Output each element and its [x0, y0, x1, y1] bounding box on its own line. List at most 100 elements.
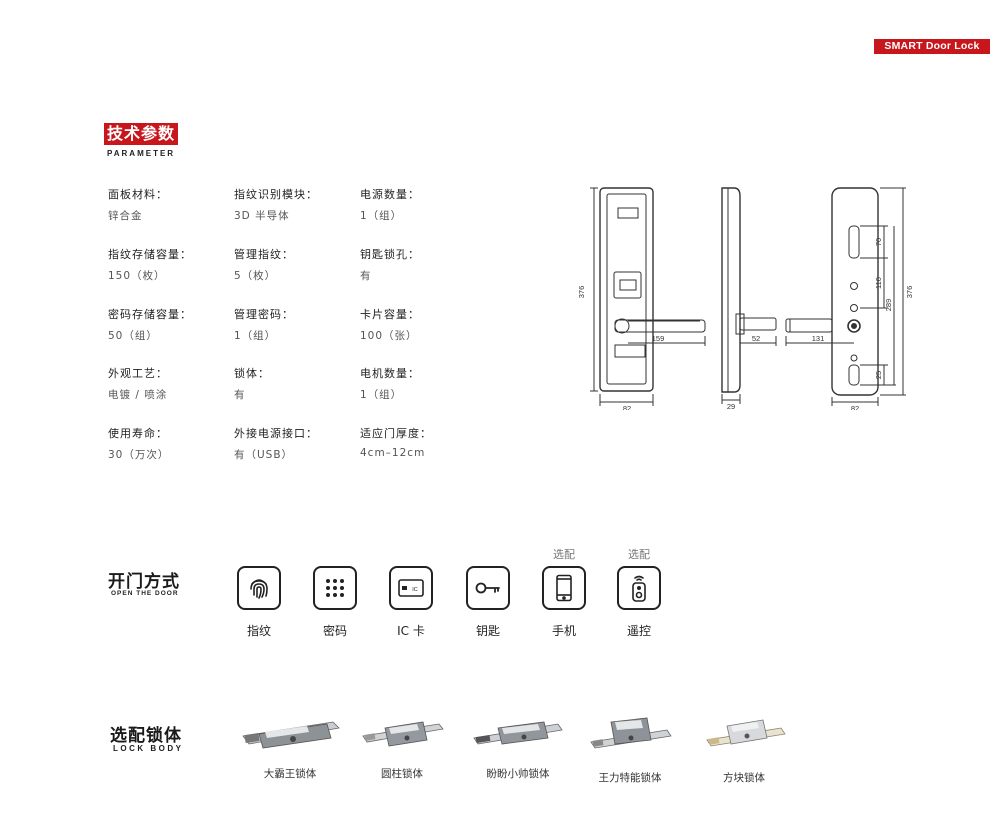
parameter-label: 卡片容量：	[360, 308, 420, 321]
ic-card-icon: IC	[398, 579, 424, 597]
parameter-label: 使用寿命：	[108, 427, 168, 440]
parameter-label: 锁体：	[234, 367, 270, 380]
parameter-subtitle: PARAMETER	[107, 149, 176, 158]
method-label: 遥控	[626, 624, 651, 638]
lock-body-label: 大霸王锁体	[263, 768, 317, 780]
method-remote: 遥控	[617, 566, 661, 639]
dimension-drawing: 82 376 159 29 52 131 82 376 289 110 70 2…	[577, 187, 914, 410]
parameter-item: 外接电源接口： 有（USB）	[234, 425, 359, 462]
parameter-label: 电机数量：	[360, 367, 420, 380]
parameter-label: 密码存储容量：	[108, 308, 192, 321]
ic-card-text: IC	[412, 587, 418, 593]
parameter-item: 钥匙锁孔： 有	[360, 246, 485, 283]
dim-back-upper: 110	[874, 277, 883, 289]
lock-body-dabawang: 大霸王锁体	[230, 712, 350, 781]
brand-tag: SMART Door Lock	[874, 39, 990, 54]
fingerprint-icon	[250, 579, 268, 599]
dim-back-width: 82	[851, 404, 859, 410]
parameter-item: 管理密码： 1（组）	[234, 306, 359, 343]
parameter-label: 钥匙锁孔：	[360, 248, 420, 261]
parameter-label: 面板材料：	[108, 188, 168, 201]
lock-body-label: 王力特能锁体	[598, 772, 662, 784]
parameter-value: 锌合金	[108, 210, 143, 222]
parameter-value: 100（张）	[360, 330, 418, 342]
method-label: 手机	[551, 624, 576, 638]
parameter-label: 适应门厚度：	[360, 427, 432, 440]
method-password: 密码	[313, 566, 357, 639]
parameter-value: 电镀 / 喷涂	[108, 389, 168, 401]
method-phone: 手机	[542, 566, 586, 639]
parameter-item: 指纹存储容量： 150（枚）	[108, 246, 233, 283]
parameter-value: 3D 半导体	[234, 210, 290, 222]
lock-body-panpan: 盼盼小帅锁体	[458, 712, 578, 781]
dim-back-height: 376	[905, 286, 914, 299]
parameter-item: 卡片容量： 100（张）	[360, 306, 485, 343]
parameter-value: 50（组）	[108, 330, 158, 342]
lock-body-image	[242, 721, 340, 749]
method-label: IC 卡	[397, 624, 425, 638]
lock-body-label: 方块锁体	[723, 772, 765, 784]
lock-body-cylinder: 圆柱锁体	[342, 712, 462, 781]
optional-label-remote: 选配	[628, 548, 650, 561]
parameter-label: 管理密码：	[234, 308, 294, 321]
parameter-value: 有	[360, 270, 372, 282]
dim-back-bottom: 25	[874, 371, 883, 379]
parameter-item: 使用寿命： 30（万次）	[108, 425, 233, 462]
open-door-subtitle: OPEN THE DOOR	[111, 590, 179, 597]
key-icon	[475, 582, 500, 594]
dim-back-handle: 131	[812, 334, 825, 343]
dim-side-handle: 52	[752, 334, 760, 343]
parameter-value: 有	[234, 389, 246, 401]
parameter-label: 指纹存储容量：	[108, 248, 192, 261]
lock-body-image	[590, 717, 672, 749]
parameter-label: 电源数量：	[360, 188, 420, 201]
parameter-label: 指纹识别模块：	[234, 188, 318, 201]
dim-side-depth: 29	[727, 402, 735, 410]
lock-body-image	[706, 719, 786, 747]
parameter-item: 管理指纹： 5（枚）	[234, 246, 359, 283]
parameter-item: 指纹识别模块： 3D 半导体	[234, 186, 359, 223]
lock-body-label: 圆柱锁体	[381, 768, 423, 780]
method-label: 密码	[322, 624, 347, 638]
open-door-title: 开门方式	[108, 572, 180, 592]
parameter-label: 管理指纹：	[234, 248, 294, 261]
method-key: 钥匙	[466, 566, 510, 639]
dim-handle-length: 159	[652, 334, 665, 343]
dim-height: 376	[577, 286, 586, 299]
dim-back-top: 70	[874, 238, 883, 246]
parameter-value: 1（组）	[234, 330, 277, 342]
dim-back-span: 289	[884, 299, 893, 312]
parameter-label: 外接电源接口：	[234, 427, 318, 440]
method-label: 指纹	[246, 624, 271, 638]
parameter-label: 外观工艺：	[108, 367, 168, 380]
lock-body-title: 选配锁体	[110, 726, 182, 746]
lock-body-wangli: 王力特能锁体	[570, 712, 690, 785]
parameter-title: 技术参数	[104, 123, 179, 145]
parameter-value: 有（USB）	[234, 449, 294, 461]
lock-body-image	[362, 721, 444, 747]
phone-icon	[556, 574, 572, 602]
parameter-item: 锁体： 有	[234, 365, 359, 402]
parameter-item: 面板材料： 锌合金	[108, 186, 233, 223]
parameter-item: 密码存储容量： 50（组）	[108, 306, 233, 343]
parameter-item: 电源数量： 1（组）	[360, 186, 485, 223]
method-label: 钥匙	[475, 624, 500, 638]
lock-body-label: 盼盼小帅锁体	[486, 768, 550, 780]
parameter-value: 1（组）	[360, 210, 403, 222]
parameter-value: 5（枚）	[234, 270, 277, 282]
lock-body-square: 方块锁体	[684, 712, 804, 785]
parameter-value: 30（万次）	[108, 449, 170, 461]
parameter-value: 1（组）	[360, 389, 403, 401]
optional-label-phone: 选配	[553, 548, 575, 561]
parameter-value: 150（枚）	[108, 270, 166, 282]
parameter-value: 4cm–12cm	[360, 447, 426, 459]
dim-front-width: 82	[623, 404, 631, 410]
lock-body-image	[473, 721, 563, 745]
parameter-item: 电机数量： 1（组）	[360, 365, 485, 402]
method-fingerprint: 指纹	[237, 566, 281, 639]
remote-icon	[632, 575, 646, 602]
parameter-item: 适应门厚度： 4cm–12cm	[360, 425, 485, 459]
method-ic-card: IC IC 卡	[389, 566, 433, 639]
lock-body-subtitle: LOCK BODY	[113, 744, 184, 753]
parameter-item: 外观工艺： 电镀 / 喷涂	[108, 365, 233, 402]
